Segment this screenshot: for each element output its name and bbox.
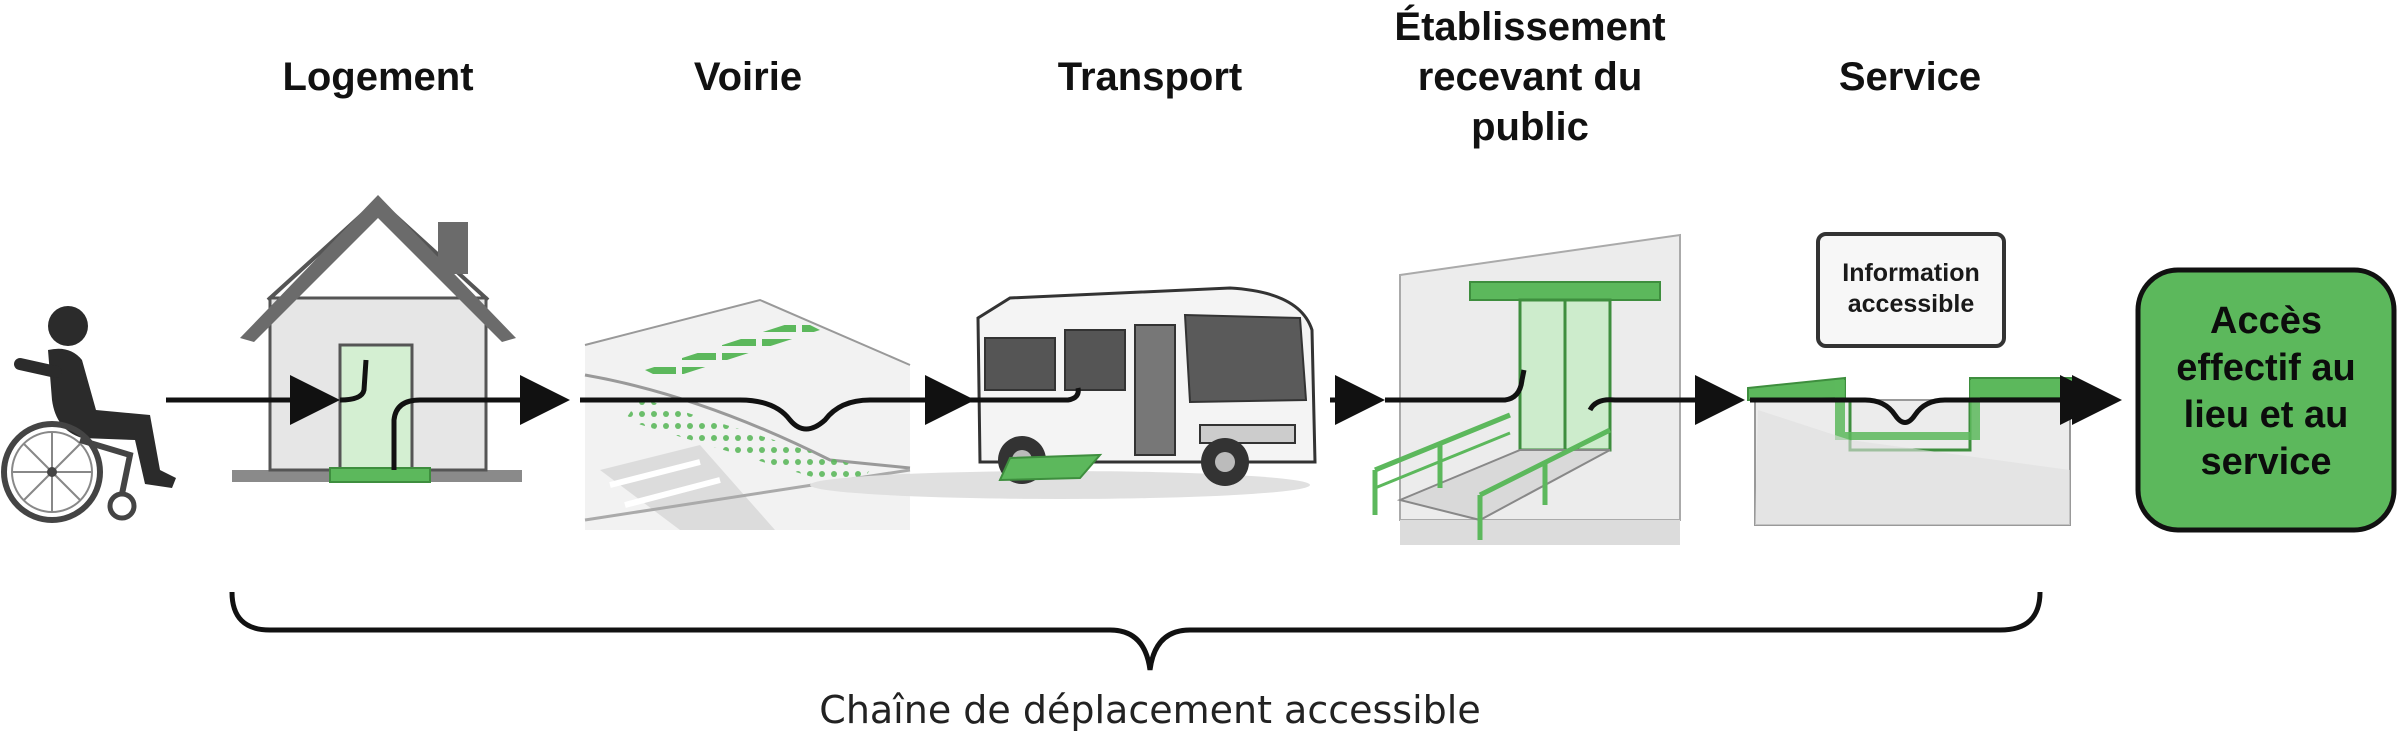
outcome-text: Accès effectif au lieu et au service — [2176, 300, 2356, 483]
information-sign: Information accessible — [1842, 259, 1980, 318]
stage-label-voirie: Voirie — [693, 55, 803, 99]
chain-label: Chaîne de déplacement accessible — [819, 688, 1481, 732]
outcome-box — [2135, 267, 2397, 533]
building-entrance-icon — [1372, 233, 1681, 545]
sidewalk-icon — [584, 298, 911, 530]
wheelchair-user-icon — [1, 306, 176, 523]
house-icon — [232, 195, 522, 483]
stage-label-transport: Transport — [1057, 55, 1243, 99]
stage-label-logement: Logement — [282, 55, 474, 99]
chain-bracket — [229, 591, 2043, 671]
path-arrows — [166, 359, 2122, 470]
stage-label-service: Service — [1838, 55, 1982, 99]
service-counter-icon — [1747, 232, 2076, 526]
stage-label-etablissement: Établissement recevant du public — [1394, 5, 1666, 149]
bus-icon — [810, 286, 1317, 499]
